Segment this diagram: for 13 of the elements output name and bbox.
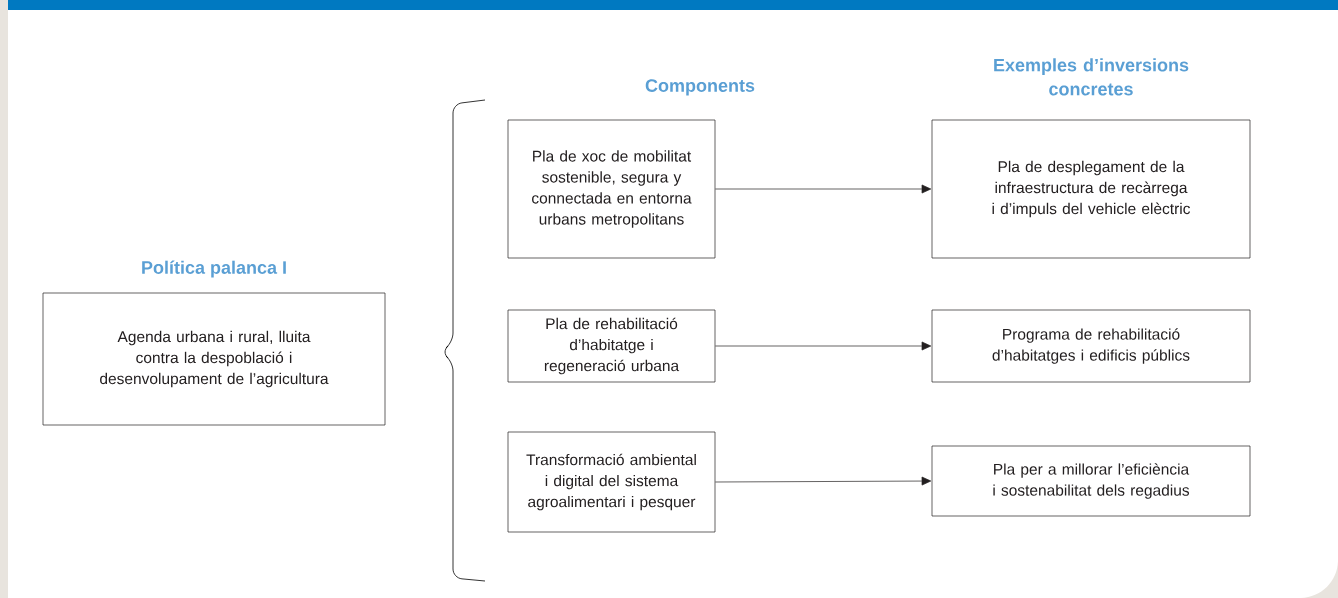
arrow <box>715 341 932 351</box>
process-box: Pla de rehabilitació d’habitatge i regeneració urbana <box>507 309 716 383</box>
arrow <box>715 476 932 486</box>
process-box: Programa de rehabilitació d’habitatges i edificis públics <box>931 309 1251 383</box>
process-box: Pla de desplegament de la infraestructura de recàrrega i d’impuls del vehicle elèctric <box>931 119 1251 259</box>
arrow <box>715 184 932 194</box>
process-box: Transformació ambiental i digital del sistema agroalimentari i pesquer <box>507 431 716 533</box>
column-heading: Exemples d’inversions concretes <box>994 58 1189 96</box>
column-heading: Política palanca I <box>142 260 286 278</box>
process-box: Pla per a millorar l’eficiència i sostenabilitat dels regadius <box>931 445 1251 517</box>
process-box: Agenda urbana i rural, lluita contra la despoblació i desenvolupament de l’agricultura <box>42 292 386 426</box>
process-box: Pla de xoc de mobilitat sostenible, segura y connectada en entorna urbans metropolitans <box>507 119 716 259</box>
column-heading: Components <box>645 79 755 96</box>
